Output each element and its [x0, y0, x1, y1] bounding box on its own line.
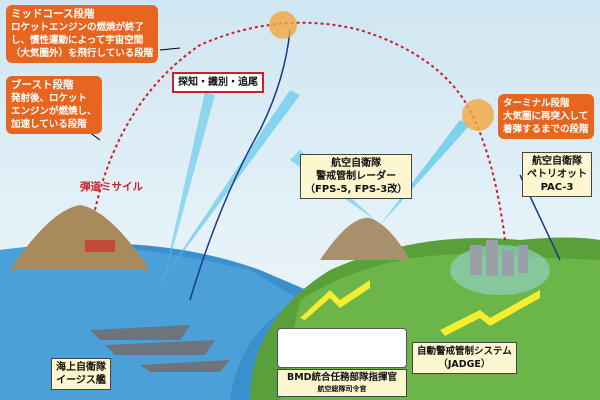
midcourse-line: し、慣性運動によって宇宙空間: [11, 35, 144, 46]
launcher: [85, 240, 115, 252]
datalink: [440, 290, 540, 336]
jadge-label: 自動警戒管制システム （JADGE）: [412, 342, 517, 374]
radar-hill: [320, 217, 410, 260]
leader-line: [159, 47, 181, 51]
pac3-line: ペトリオット: [527, 169, 587, 180]
jadge-line: 自動警戒管制システム: [417, 346, 512, 357]
terminal-title: ターミナル段階: [503, 98, 570, 109]
terminal-line: 着弾するまでの段階: [503, 124, 589, 135]
interceptor-path: [189, 29, 291, 301]
boost-line: 発射後、ロケット: [11, 93, 88, 104]
bmd-line: BMD統合任務部隊指揮官: [286, 372, 398, 383]
aegis-line: イージス艦: [56, 375, 106, 386]
island: [10, 205, 150, 270]
beam: [155, 90, 300, 290]
radar-line: 航空自衛隊: [331, 158, 382, 169]
terminal-line: 大気圏に再突入して: [503, 111, 589, 122]
radar-line: 警戒管制レーダー: [316, 171, 397, 182]
city-buildings: [470, 240, 528, 276]
boost-line: エンジンが燃焼し、: [11, 106, 97, 117]
command-center-image: [277, 328, 407, 368]
explosion: [269, 11, 297, 39]
aegis-label: 海上自衛隊 イージス艦: [51, 358, 111, 390]
radar-line: （FPS-5, FPS-3改）: [305, 184, 408, 195]
midcourse-line: ロケットエンジンの燃焼が終了: [11, 22, 145, 33]
aegis-line: 海上自衛隊: [56, 362, 106, 373]
boost-label: ブースト段階 発射後、ロケット エンジンが燃焼し、 加速している段階: [6, 76, 102, 134]
radar-label: 航空自衛隊 警戒管制レーダー （FPS-5, FPS-3改）: [300, 154, 413, 199]
explosion: [462, 99, 494, 131]
midcourse-title: ミッドコース段階: [11, 8, 95, 20]
ships: [90, 325, 230, 372]
missile-label: 弾道ミサイル: [80, 181, 143, 193]
pac3-line: PAC-3: [540, 182, 574, 193]
terminal-label: ターミナル段階 大気圏に再突入して 着弾するまでの段階: [498, 94, 594, 139]
datalink: [300, 280, 370, 320]
detect-label: 探知・識別・追尾: [172, 72, 264, 93]
midcourse-line: （大気圏外）を飛行している段階: [11, 48, 154, 59]
bmd-label: BMD統合任務部隊指揮官 航空総隊司令官: [277, 369, 407, 397]
beam: [160, 92, 215, 295]
jadge-line: （JADGE）: [438, 359, 491, 370]
midcourse-label: ミッドコース段階 ロケットエンジンの燃焼が終了 し、慣性運動によって宇宙空間 （…: [6, 5, 159, 63]
pac3-line: 航空自衛隊: [532, 156, 582, 167]
bmd-line: 航空総隊司令官: [317, 385, 367, 393]
boost-line: 加速している段階: [11, 119, 87, 130]
pac3-label: 航空自衛隊 ペトリオット PAC-3: [522, 152, 592, 197]
defense-zone: [450, 245, 550, 295]
boost-title: ブースト段階: [11, 79, 74, 91]
